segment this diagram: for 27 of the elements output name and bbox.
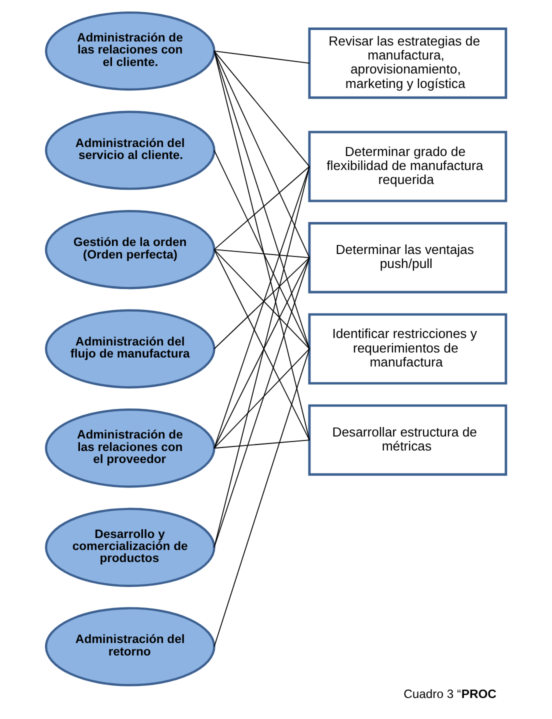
node-box: Revisar las estrategias de manufactura, aprovisionamiento, marketing y logística [308, 28, 508, 99]
connector [214, 348, 310, 648]
connector [214, 249, 310, 258]
connector [214, 50, 310, 350]
connector [214, 348, 310, 449]
connector [214, 50, 310, 167]
connector [214, 50, 310, 258]
node-ellipse: Desarrollo y comercialización de productos [44, 508, 216, 588]
node-box: Determinar grado de flexibilidad de manufactura requerida [308, 130, 508, 202]
node-ellipse: Administración del retorno [44, 607, 216, 686]
connector [214, 166, 310, 250]
connector [214, 150, 310, 350]
node-ellipse: Administración del servicio al cliente. [44, 110, 216, 190]
connector [214, 166, 310, 449]
connector [214, 257, 310, 548]
node-ellipse: Administración de las relaciones con el cliente. [44, 11, 216, 91]
connector [214, 166, 310, 548]
node-box: Desarrollar estructura de métricas [308, 404, 508, 476]
node-ellipse: Administración del flujo de manufactura [44, 309, 216, 388]
connector [214, 440, 310, 449]
node-ellipse: Gestión de la orden (Orden perfecta) [44, 210, 216, 290]
node-box: Determinar las ventajas push/pull [308, 222, 508, 294]
connector [214, 50, 310, 440]
node-ellipse: Administración de las relaciones con el proveedor [44, 408, 216, 488]
caption: Cuadro 3 “PROC [404, 686, 496, 701]
node-box: Identificar restricciones y requerimientos de manufactura [308, 313, 508, 385]
connector [214, 50, 310, 64]
